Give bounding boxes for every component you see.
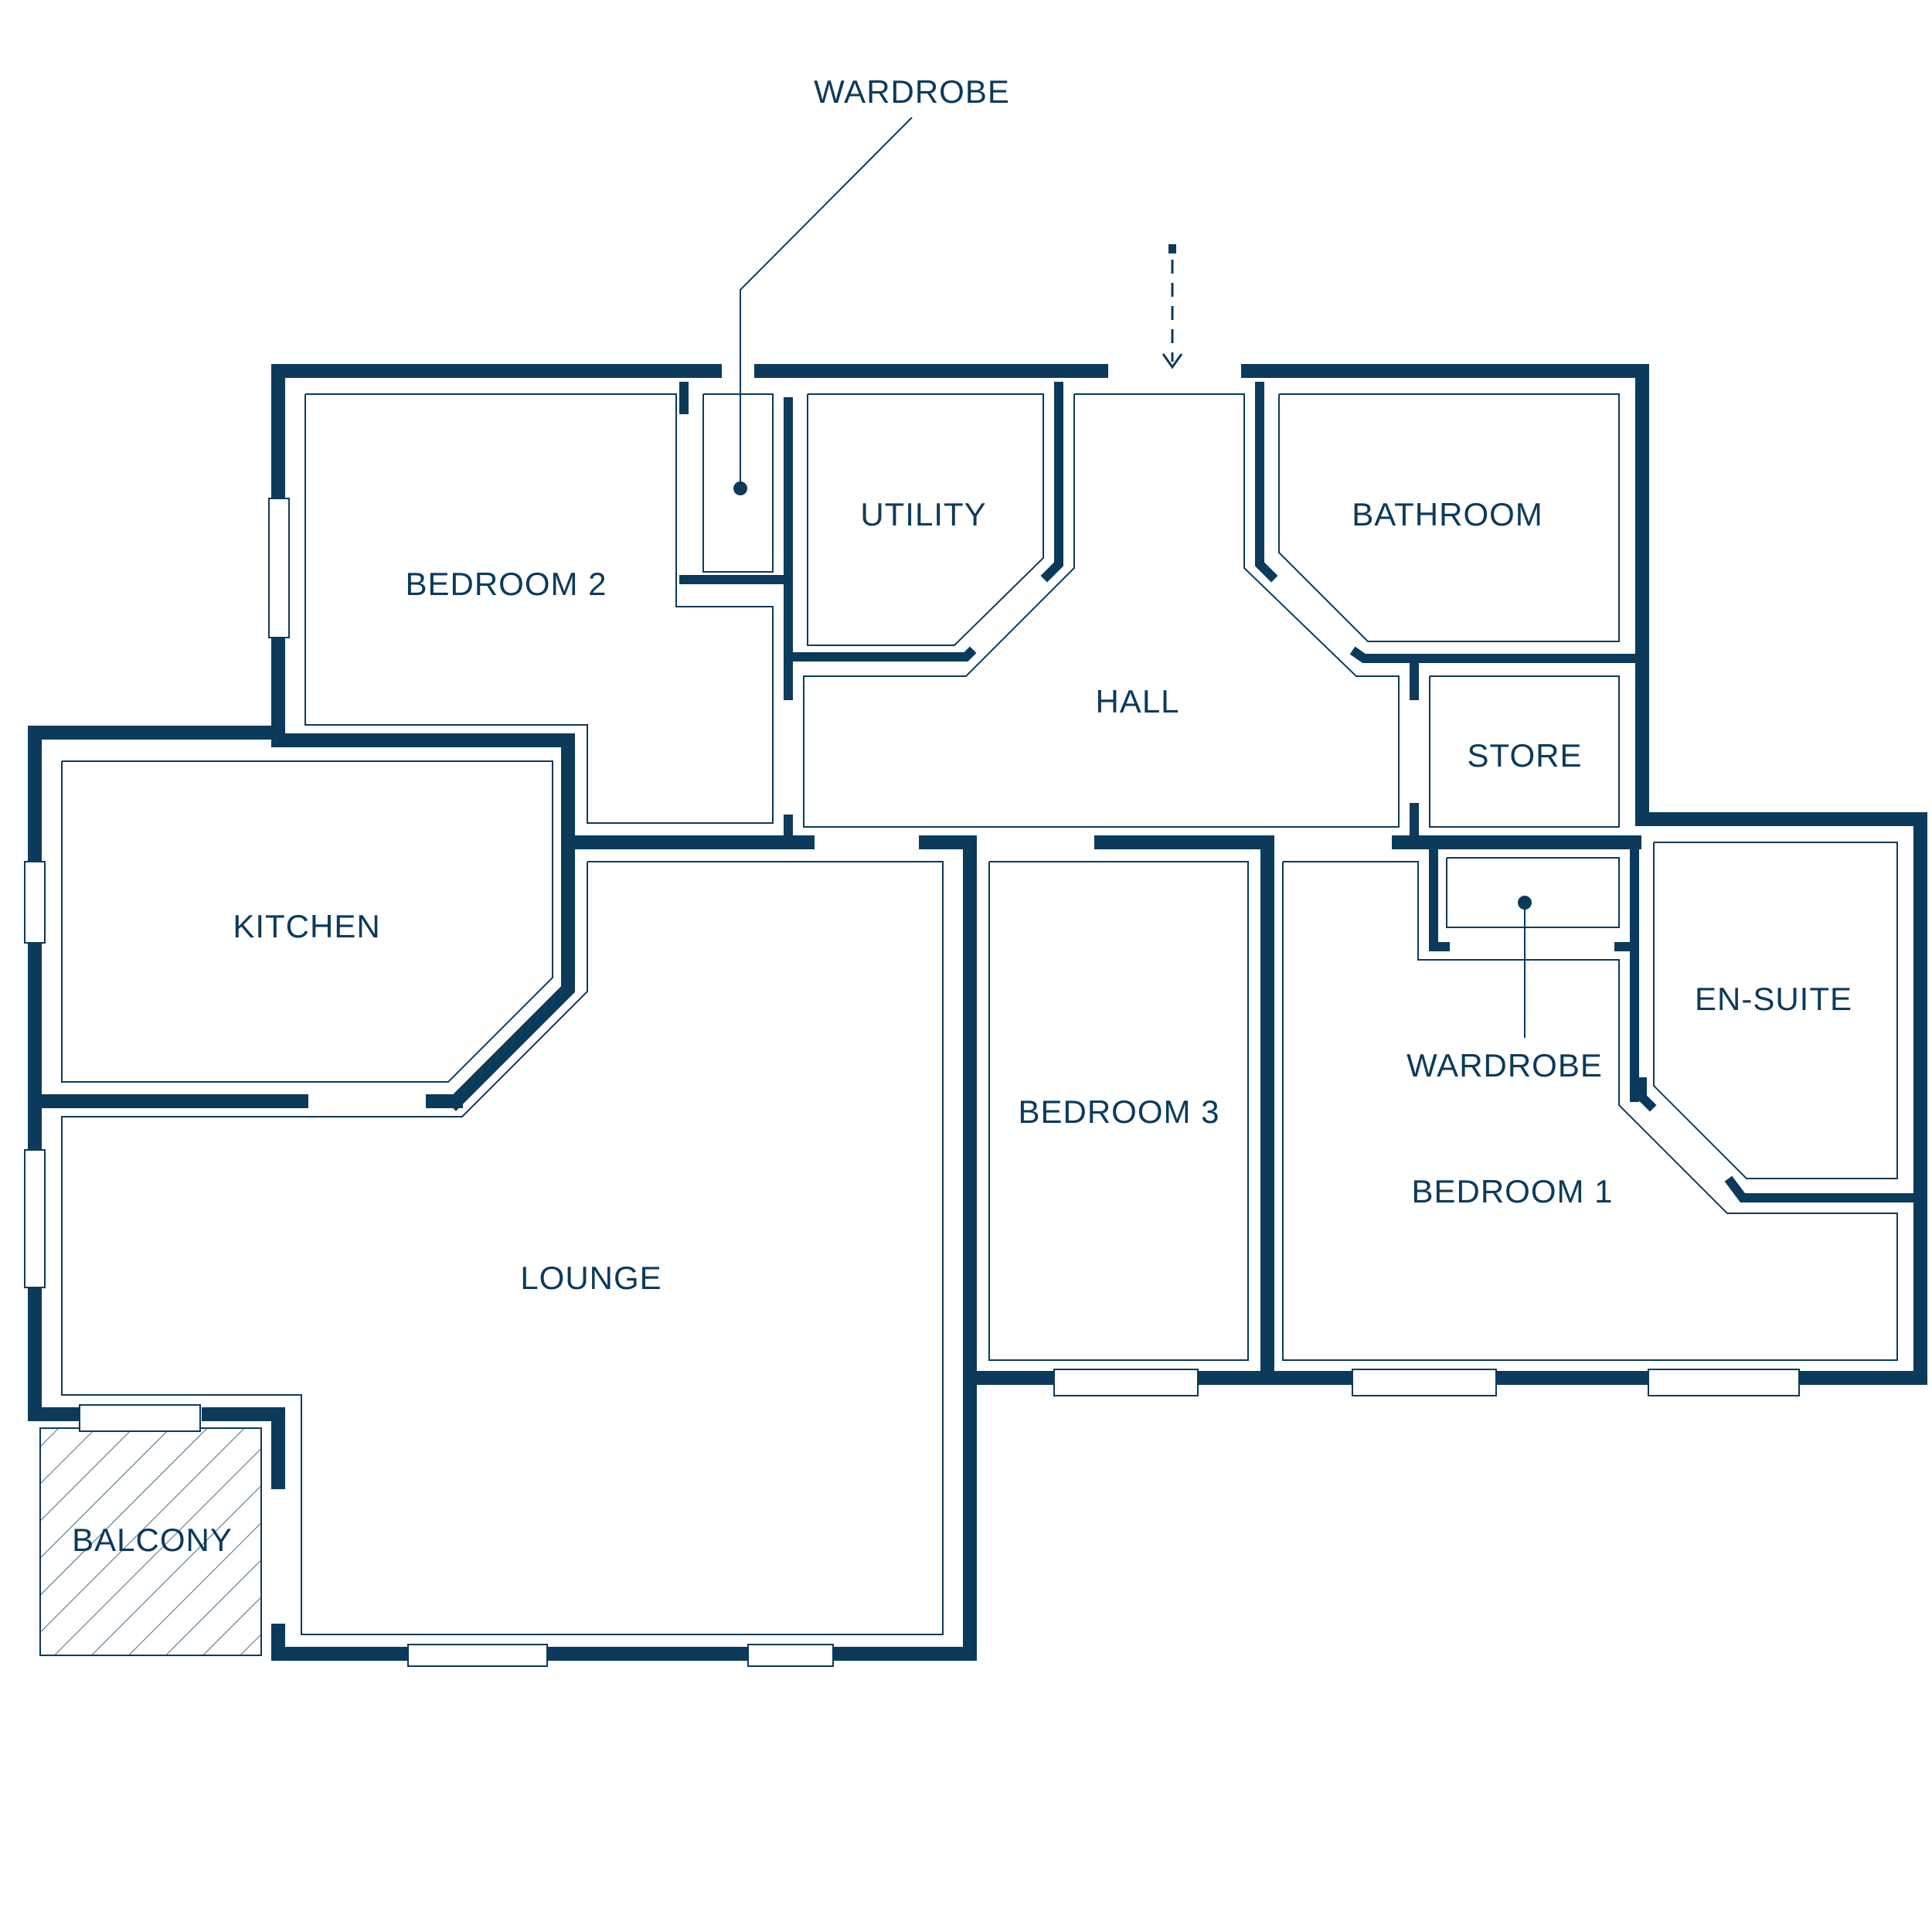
label-wardrobe-top: WARDROBE xyxy=(814,73,1010,110)
label-utility: UTILITY xyxy=(860,496,986,532)
window-bedroom2 xyxy=(268,498,290,638)
wardrobe-top-leader xyxy=(733,117,913,495)
label-balcony: BALCONY xyxy=(72,1522,233,1558)
label-kitchen: KITCHEN xyxy=(233,908,380,944)
label-bedroom1: BEDROOM 1 xyxy=(1411,1173,1613,1209)
label-bathroom: BATHROOM xyxy=(1352,496,1543,532)
balcony-floor xyxy=(39,1427,262,1656)
label-hall: HALL xyxy=(1095,683,1179,719)
label-ensuite: EN-SUITE xyxy=(1695,981,1852,1017)
room-labels: WARDROBE BEDROOM 2 UTILITY BATHROOM HALL… xyxy=(72,73,1852,1558)
label-bedroom2: BEDROOM 2 xyxy=(405,566,607,602)
window-kitchen xyxy=(24,861,46,944)
window-bedroom1-1 xyxy=(1352,1369,1497,1396)
window-lounge-left xyxy=(24,1149,46,1288)
window-balcony xyxy=(79,1404,201,1432)
room-outlines xyxy=(61,393,1898,1635)
label-bedroom3: BEDROOM 3 xyxy=(1018,1094,1219,1130)
label-wardrobe-bed1: WARDROBE xyxy=(1406,1047,1603,1083)
windows xyxy=(24,498,1800,1667)
label-store: STORE xyxy=(1468,737,1583,774)
window-lounge-bottom-2 xyxy=(747,1644,834,1667)
window-bedroom1-2 xyxy=(1648,1369,1800,1396)
window-bedroom3 xyxy=(1053,1369,1199,1396)
label-lounge: LOUNGE xyxy=(520,1260,662,1296)
window-lounge-bottom-1 xyxy=(407,1644,548,1667)
interior-walls xyxy=(36,382,1917,1379)
wardrobe-bed1-leader xyxy=(1518,896,1532,1038)
entrance-arrow-icon xyxy=(1162,244,1183,369)
